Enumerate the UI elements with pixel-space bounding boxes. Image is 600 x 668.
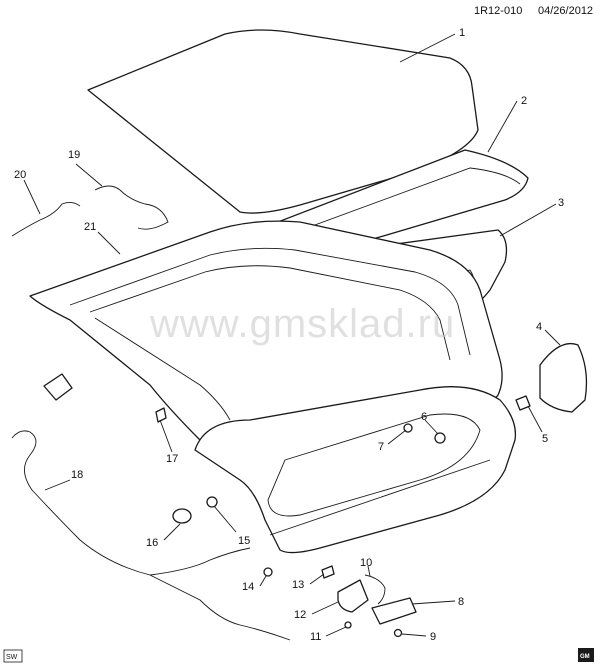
latch-bolt [344, 621, 352, 629]
callout-18: 18 [71, 469, 83, 481]
gm-logo [578, 648, 594, 662]
liftgate-latch [337, 579, 369, 613]
side-trim-cover [539, 342, 588, 413]
bumper-stop [515, 395, 531, 411]
callout-21: 21 [84, 221, 96, 233]
liftgate-wiring-harness [11, 430, 291, 641]
callout-8: 8 [458, 596, 464, 608]
bumper-plug [263, 567, 273, 577]
callout-9: 9 [430, 631, 436, 643]
grommet-lower [172, 508, 192, 524]
callout-2: 2 [521, 95, 527, 107]
retainer-clip [155, 407, 167, 423]
callout-17: 17 [166, 453, 178, 465]
callout-13: 13 [292, 579, 304, 591]
callout-19: 19 [68, 149, 80, 161]
gm-logo-text: GM [580, 654, 590, 660]
front-arrow-icon [43, 373, 73, 401]
liftgate-outer-panel [194, 386, 517, 554]
diagram-ref: 1R12-010 [474, 5, 522, 17]
callout-12: 12 [294, 609, 306, 621]
callout-4: 4 [536, 321, 542, 333]
harness-19 [94, 185, 169, 230]
grommet-upper [206, 496, 218, 508]
harness-20 [11, 201, 81, 237]
callout-16: 16 [146, 537, 158, 549]
callout-1: 1 [459, 27, 465, 39]
sw-box [3, 649, 23, 663]
rear-window-glass [87, 29, 479, 214]
latch-striker [321, 565, 335, 579]
callout-5: 5 [542, 433, 548, 445]
callout-10: 10 [360, 557, 372, 569]
callout-14: 14 [242, 581, 254, 593]
callout-20: 20 [14, 169, 26, 181]
callout-7: 7 [378, 441, 384, 453]
liftgate-strut-ball [434, 432, 446, 444]
latch-harness [364, 574, 386, 605]
callout-15: 15 [238, 535, 250, 547]
liftgate-handle [371, 597, 417, 625]
handle-screw [393, 628, 403, 638]
sw-mark: SW [6, 654, 18, 661]
callout-3: 3 [558, 197, 564, 209]
callout-6: 6 [421, 411, 427, 423]
diagram-date: 04/26/2012 [538, 5, 593, 17]
watermark: www.gmsklad.ru [149, 302, 455, 346]
callout-11: 11 [310, 631, 321, 643]
